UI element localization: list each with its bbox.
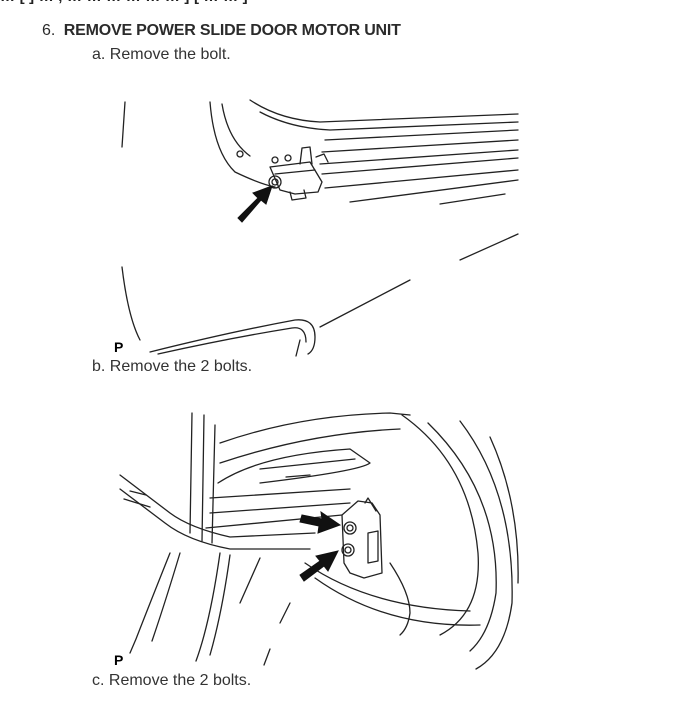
step-number: 6. [42,22,56,39]
step-heading: 6. REMOVE POWER SLIDE DOOR MOTOR UNIT [42,22,401,40]
step-title: REMOVE POWER SLIDE DOOR MOTOR UNIT [63,22,401,39]
substep-b-label: b. Remove the 2 bolts. [92,358,253,375]
substep-c-label: c. Remove the 2 bolts. [92,672,252,689]
figure-a-illustration: P [114,99,519,357]
figure-a: P [110,92,530,362]
arrow-icon [237,185,273,223]
substep-a-label: a. Remove the bolt. [92,46,231,63]
arrow-icon [299,510,342,534]
figure-a-mark: P [114,339,123,355]
arrow-icon [299,550,339,582]
clipped-previous-line: … [ ] … , … … … … … … ] [ … … ] [0,0,698,6]
figure-b-mark: P [114,652,123,668]
figure-b: P [110,403,530,673]
figure-b-illustration: P [114,412,519,670]
